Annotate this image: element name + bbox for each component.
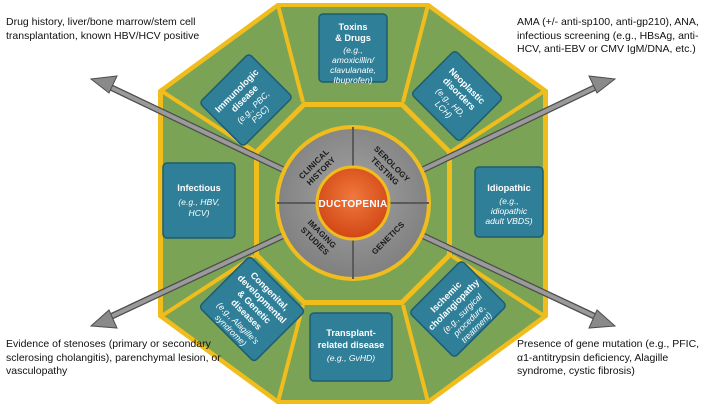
box-immunologic-disease: Immunologicdisease (e.g., PBC,PSC): [200, 54, 292, 146]
svg-text:(e.g.,amoxicillin/clavulanate,: (e.g.,amoxicillin/clavulanate,Ibuprofen): [330, 45, 376, 85]
svg-text:(e.g., HBV,HCV): (e.g., HBV,HCV): [178, 197, 219, 218]
box-toxins-drugs: Toxins& Drugs (e.g.,amoxicillin/clavulan…: [318, 13, 388, 85]
svg-text:Transplant-related disease: Transplant-related disease: [318, 328, 384, 350]
svg-text:(e.g., GvHD): (e.g., GvHD): [327, 353, 375, 363]
note-serology-testing: AMA (+/- anti-sp100, anti-gp210), ANA, i…: [517, 16, 699, 55]
box-ischemic-cholangiopathy: Ischemiccholangiopathy (e.g., surgicalpr…: [410, 261, 506, 357]
svg-text:Idiopathic: Idiopathic: [487, 183, 530, 193]
note-imaging-studies: Evidence of stenoses (primary or seconda…: [6, 338, 221, 377]
box-infectious: Infectious (e.g., HBV,HCV): [162, 162, 236, 239]
box-neoplastic-disorders: Neoplasticdisorders (e.g., HD,LCH): [411, 50, 503, 142]
box-transplant-related: Transplant-related disease (e.g., GvHD): [309, 312, 393, 382]
note-clinical-history: Drug history, liver/bone marrow/stem cel…: [6, 16, 200, 42]
box-congenital-genetic: Congenital,developmental& Geneticdisease…: [199, 256, 305, 362]
note-genetics: Presence of gene mutation (e.g., PFIC, α…: [517, 338, 700, 377]
svg-text:Infectious: Infectious: [177, 183, 220, 193]
center-label: DUCTOPENIA: [319, 199, 388, 210]
svg-text:Toxins& Drugs: Toxins& Drugs: [335, 22, 371, 43]
center-circle: [315, 165, 391, 241]
